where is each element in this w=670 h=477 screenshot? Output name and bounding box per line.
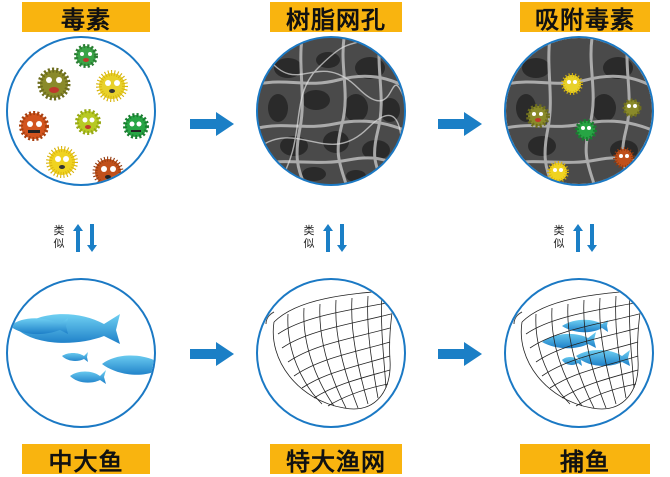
motion-lines [261,307,393,419]
toxin-olive [37,67,71,101]
catch-fish-circle [504,278,654,428]
label-toxin: 毒素 [22,2,150,34]
double-arrow-icon [573,224,597,252]
similar-label: 类似 [53,224,65,250]
arrow-right-icon [190,112,234,136]
arrow-right-icon [190,342,234,366]
fish-circle [6,278,156,428]
double-arrow-icon [323,224,347,252]
fish-medium [10,318,68,335]
label-medium-large-fish: 中大鱼 [22,444,150,476]
resin-fibers [258,38,404,184]
trapped-toxin-olive-2 [622,98,642,118]
fish-right [102,355,154,375]
label-adsorb-toxin: 吸附毒素 [520,2,650,34]
resin-pores-circle [256,36,406,186]
toxin-yellow-1 [96,70,128,102]
toxin-green-1 [74,44,98,68]
fishing-net-circle [256,278,406,428]
net-mesh [520,289,643,410]
toxin-green-2 [123,113,149,139]
trapped-toxin-orange [613,147,635,169]
pore-holes [268,52,400,182]
similar-label: 类似 [303,224,315,250]
adsorbed-toxins-circle [504,36,654,186]
label-resin-pores: 树脂网孔 [270,2,402,34]
toxin-orange-1 [19,111,49,141]
toxin-lime [75,109,101,135]
trapped-toxin-olive [526,104,550,128]
double-arrow-icon [73,224,97,252]
label-catch-fish: 捕鱼 [520,444,650,476]
net-mesh [272,289,395,410]
trapped-toxin-yellow [561,73,583,95]
fish-small [62,352,88,362]
toxin-circle [6,36,156,186]
similar-label: 类似 [553,224,565,250]
fish-tiny [70,370,106,384]
toxin-orange-2 [92,156,124,184]
label-extra-large-net: 特大渔网 [270,444,402,476]
trapped-toxin-yellow-2 [547,161,569,183]
arrow-right-icon [438,342,482,366]
trapped-toxin-green [575,119,597,141]
arrow-right-icon [438,112,482,136]
toxin-yellow-2 [46,146,78,178]
